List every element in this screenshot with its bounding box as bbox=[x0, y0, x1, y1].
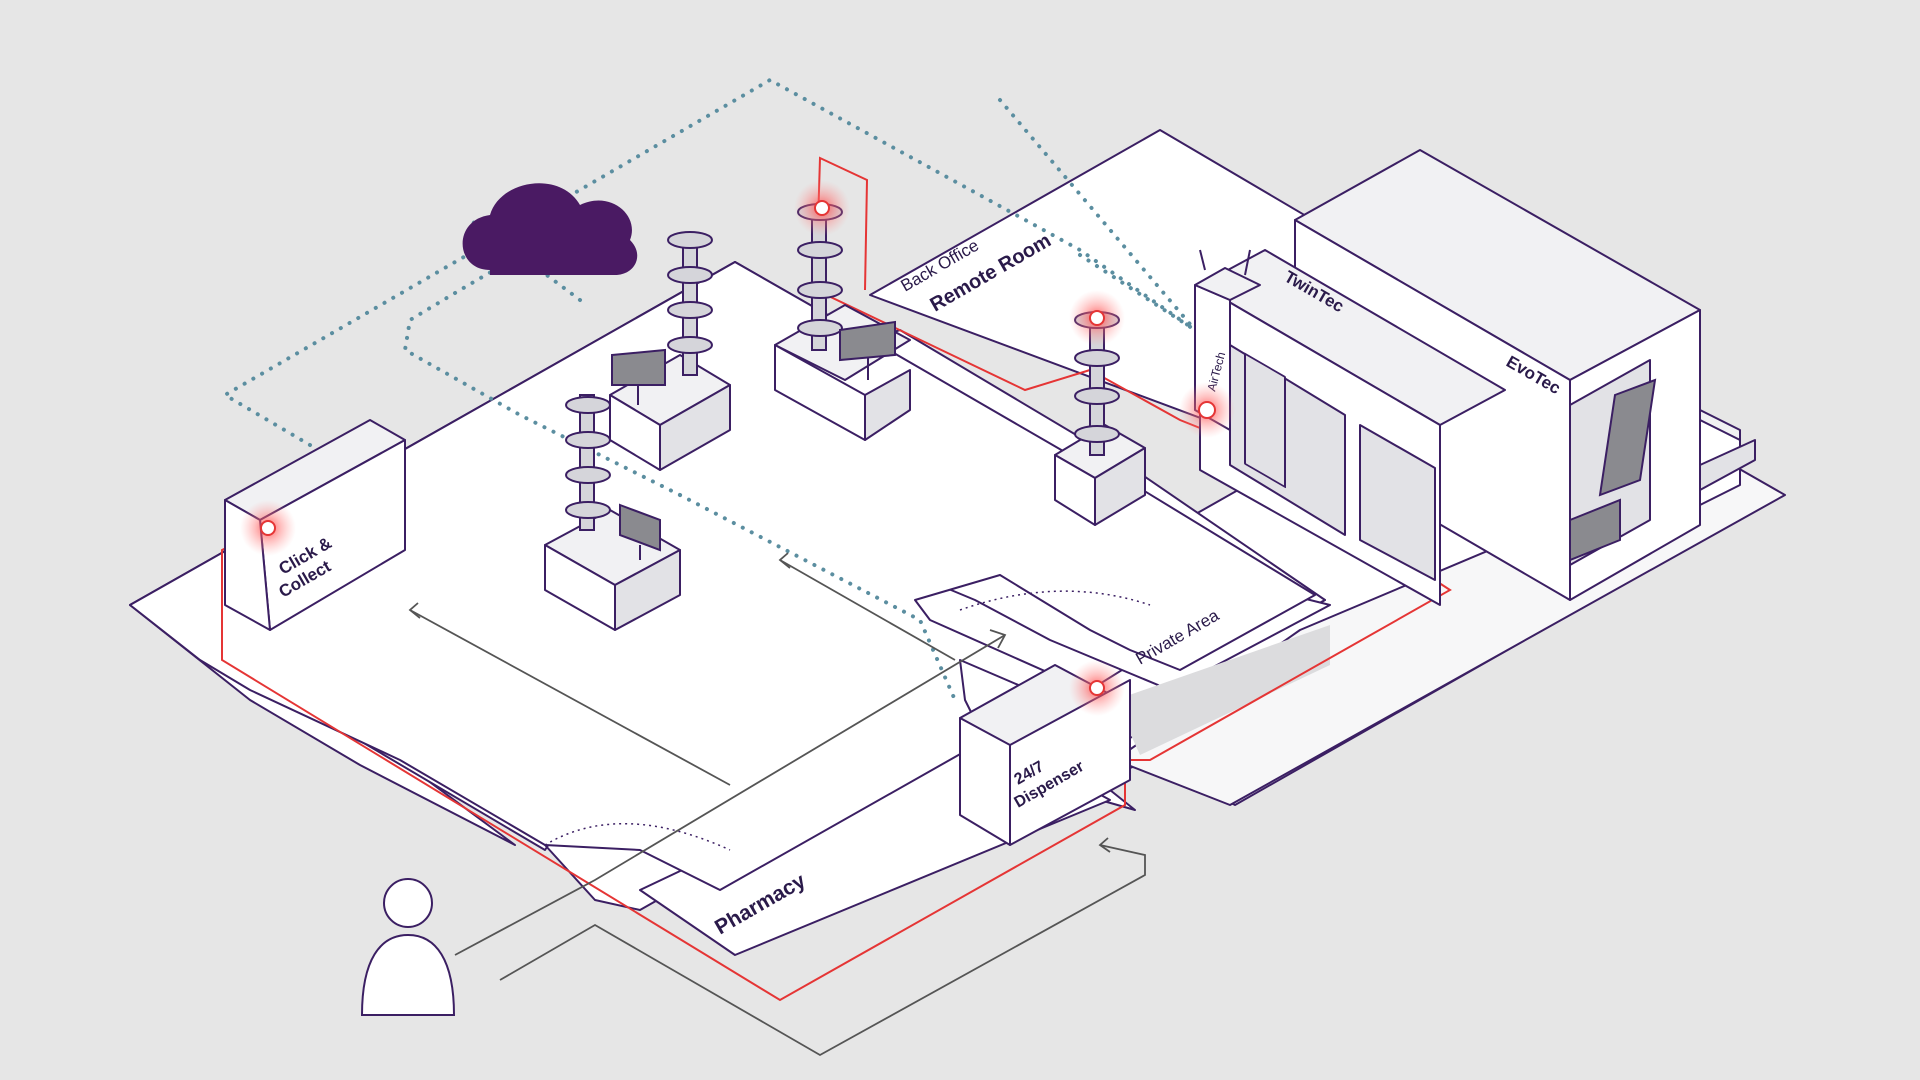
hotspot-dispenser bbox=[1069, 660, 1125, 716]
hotspots bbox=[240, 180, 1235, 716]
hotspot-twintec bbox=[1179, 382, 1235, 438]
robot-desk-back bbox=[774, 203, 911, 441]
person-icon bbox=[360, 878, 456, 1016]
network-connections bbox=[221, 77, 1207, 702]
twintec-machine bbox=[1199, 249, 1506, 606]
robot-desk-front bbox=[544, 394, 681, 631]
hotspot-back-desk bbox=[794, 180, 850, 236]
flow-arrows bbox=[408, 552, 1146, 1057]
hotspot-remote-room bbox=[1069, 290, 1125, 346]
cloud-icon bbox=[462, 183, 638, 275]
door-arcs bbox=[544, 590, 1151, 851]
hotspot-click-collect bbox=[240, 500, 296, 556]
robot-desk-middle bbox=[609, 231, 731, 471]
